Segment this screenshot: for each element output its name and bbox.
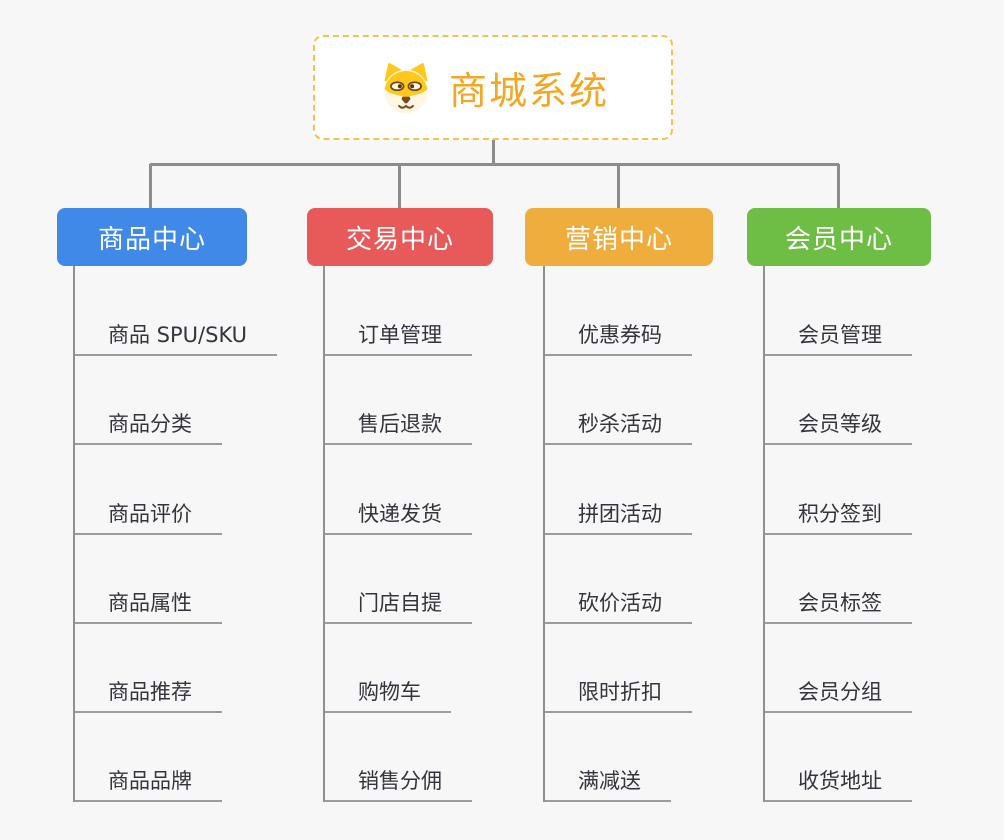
leaf-node[interactable]: 商品分类 [75, 407, 222, 445]
leaf-node[interactable]: 会员分组 [765, 675, 912, 713]
leaf-node[interactable]: 砍价活动 [545, 586, 692, 624]
leaf-node[interactable]: 会员管理 [765, 318, 912, 356]
leaf-node[interactable]: 会员标签 [765, 586, 912, 624]
dog-icon [384, 62, 428, 113]
root-title: 商城系统 [448, 69, 609, 113]
leaf-node[interactable]: 订单管理 [325, 318, 472, 356]
leaf-node[interactable]: 售后退款 [325, 407, 472, 445]
leaf-node[interactable]: 商品品牌 [75, 764, 222, 802]
connector-branch-stub-marketing [617, 164, 620, 209]
leaf-node[interactable]: 积分签到 [765, 497, 912, 535]
branch-node-marketing-center[interactable]: 营销中心 [525, 208, 713, 266]
leaf-node[interactable]: 快递发货 [325, 497, 472, 535]
branch-children-product: 商品 SPU/SKU 商品分类 商品评价 商品属性 商品推荐 商品品牌 [73, 266, 278, 802]
leaf-node[interactable]: 商品评价 [75, 497, 222, 535]
leaf-node[interactable]: 销售分佣 [325, 764, 472, 802]
leaf-node[interactable]: 秒杀活动 [545, 407, 692, 445]
branch-node-trade-center[interactable]: 交易中心 [307, 208, 493, 266]
branch-node-member-center[interactable]: 会员中心 [747, 208, 931, 266]
root-node[interactable]: 商城系统 [313, 35, 673, 140]
connector-branch-stub-member [837, 164, 840, 209]
leaf-node[interactable]: 拼团活动 [545, 497, 692, 535]
leaf-node[interactable]: 会员等级 [765, 407, 912, 445]
leaf-node[interactable]: 门店自提 [325, 586, 472, 624]
connector-horizontal [150, 163, 839, 166]
connector-branch-stub-product [149, 164, 152, 209]
leaf-node[interactable]: 优惠券码 [545, 318, 692, 356]
leaf-node[interactable]: 限时折扣 [545, 675, 692, 713]
connector-root-vertical [492, 140, 495, 164]
leaf-node[interactable]: 商品 SPU/SKU [75, 318, 278, 356]
branch-children-marketing: 优惠券码 秒杀活动 拼团活动 砍价活动 限时折扣 满减送 [543, 266, 692, 802]
branch-children-member: 会员管理 会员等级 积分签到 会员标签 会员分组 收货地址 [763, 266, 912, 802]
leaf-node[interactable]: 收货地址 [765, 764, 912, 802]
connector-branch-stub-trade [398, 164, 401, 209]
leaf-node[interactable]: 商品属性 [75, 586, 222, 624]
branch-children-trade: 订单管理 售后退款 快递发货 门店自提 购物车 销售分佣 [323, 266, 472, 802]
leaf-node[interactable]: 购物车 [325, 675, 451, 713]
leaf-node[interactable]: 满减送 [545, 764, 671, 802]
leaf-node[interactable]: 商品推荐 [75, 675, 222, 713]
branch-node-product-center[interactable]: 商品中心 [57, 208, 247, 266]
